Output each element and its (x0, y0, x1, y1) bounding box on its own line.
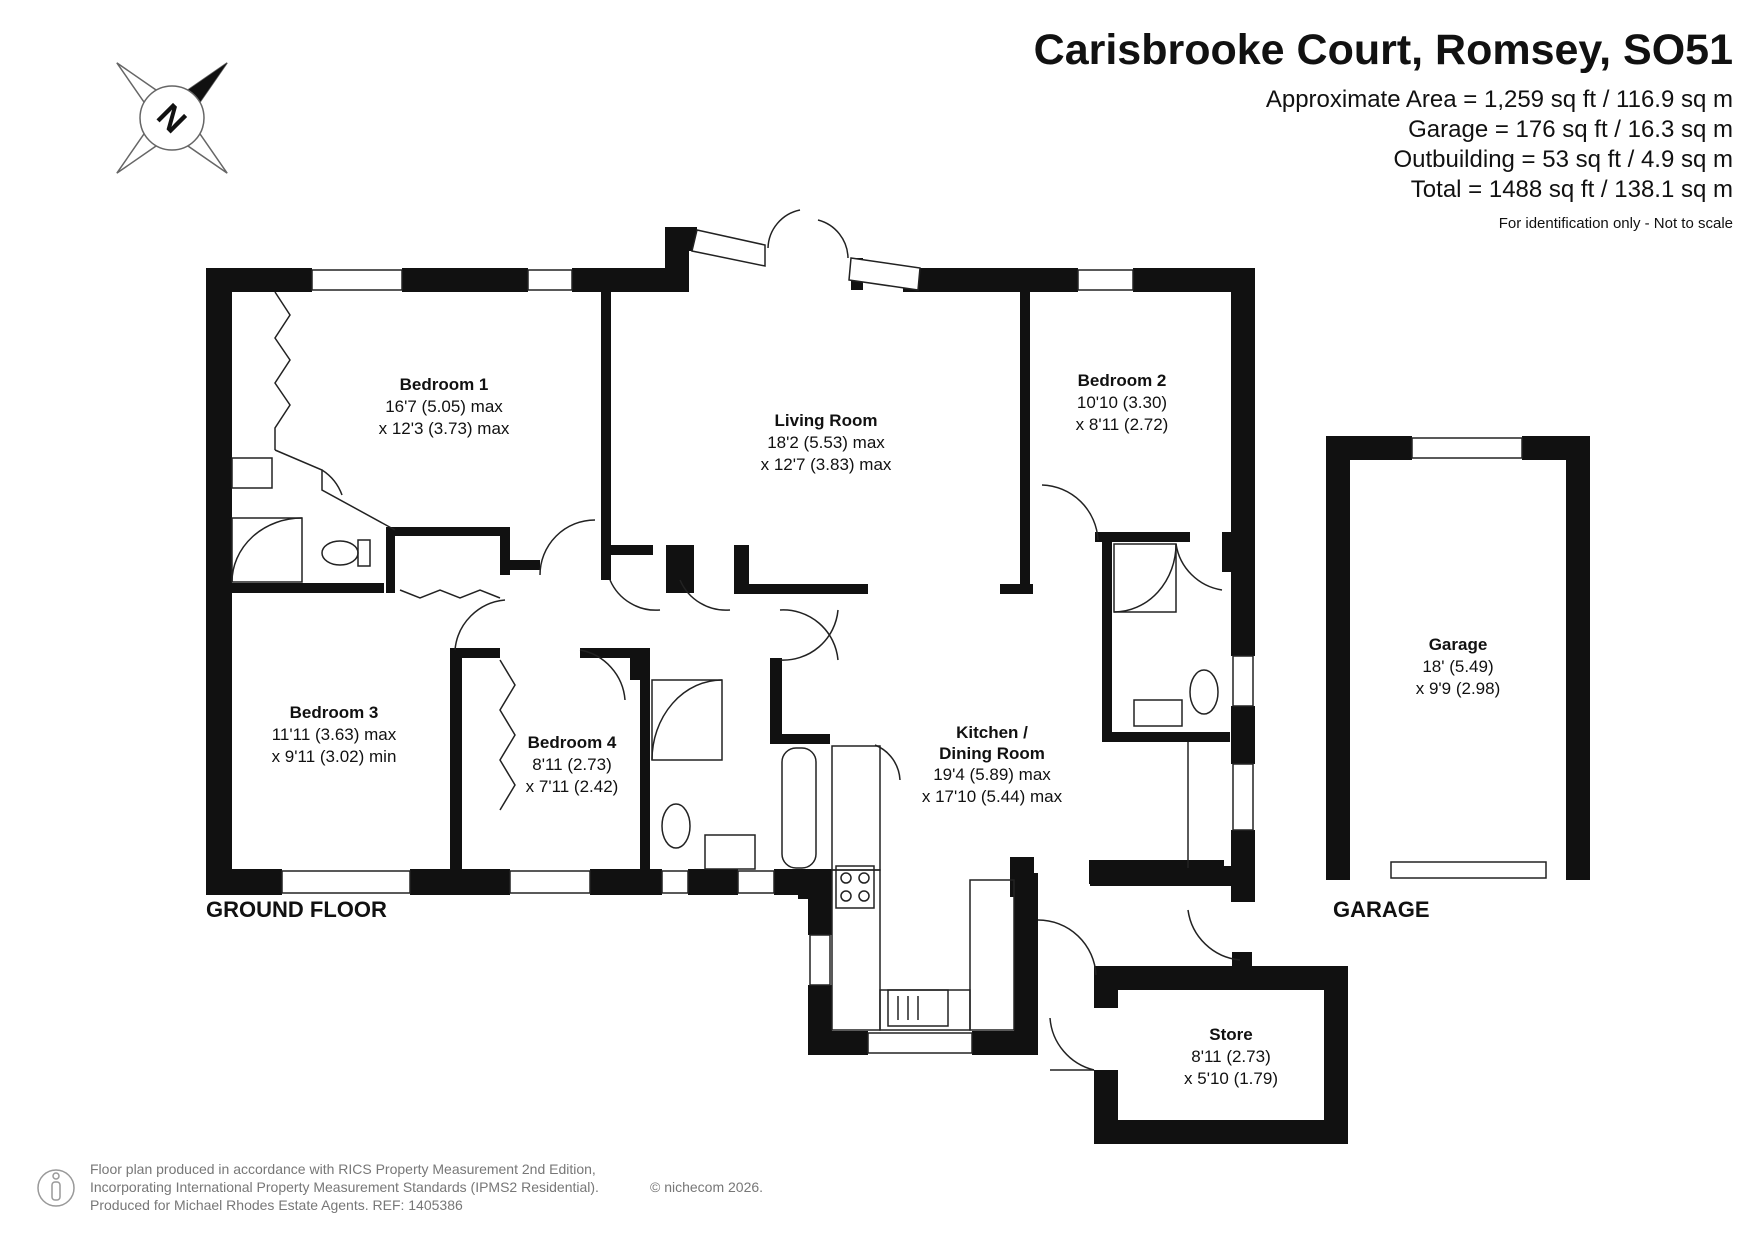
footer-copyright: © nichecom 2026. (650, 1179, 763, 1195)
room-dim: x 12'7 (3.83) max (761, 455, 892, 474)
room-name: Bedroom 3 (290, 703, 379, 722)
footer-line-1: Floor plan produced in accordance with R… (90, 1161, 596, 1177)
floor-label-garage: GARAGE (1333, 897, 1430, 922)
footer-line-3: Produced for Michael Rhodes Estate Agent… (90, 1197, 463, 1213)
total-area: Total = 1488 sq ft / 138.1 sq m (1411, 176, 1733, 203)
room-dim: 8'11 (2.73) (532, 755, 611, 774)
room-dim: x 9'9 (2.98) (1416, 679, 1501, 698)
disclaimer: For identification only - Not to scale (1499, 215, 1733, 232)
room-label-bedroom-1: Bedroom 1 16'7 (5.05) max x 12'3 (3.73) … (379, 375, 510, 438)
room-dim: 18'2 (5.53) max (767, 433, 885, 452)
room-name: Bedroom 2 (1078, 371, 1167, 390)
room-label-bedroom-4: Bedroom 4 8'11 (2.73) x 7'11 (2.42) (526, 733, 619, 796)
room-dim: 10'10 (3.30) (1077, 393, 1167, 412)
walls (206, 227, 1590, 1144)
footer-line-2: Incorporating International Property Mea… (90, 1179, 599, 1195)
room-dim: 19'4 (5.89) max (933, 765, 1051, 784)
room-name: Kitchen / (956, 723, 1028, 742)
room-dim: 11'11 (3.63) max (272, 725, 397, 744)
room-label-living-room: Living Room 18'2 (5.53) max x 12'7 (3.83… (761, 411, 892, 474)
room-label-bedroom-2: Bedroom 2 10'10 (3.30) x 8'11 (2.72) (1076, 371, 1169, 434)
room-dim: x 9'11 (3.02) min (272, 747, 397, 766)
room-dim: x 12'3 (3.73) max (379, 419, 510, 438)
room-name: Living Room (775, 411, 878, 430)
interior-details (231, 209, 1241, 1071)
room-dim: 18' (5.49) (1422, 657, 1493, 676)
north-arrow-icon: N (116, 62, 228, 174)
room-name: Garage (1429, 635, 1488, 654)
room-name: Dining Room (939, 744, 1045, 763)
room-dim: 16'7 (5.05) max (385, 397, 503, 416)
outbuilding-area: Outbuilding = 53 sq ft / 4.9 sq m (1393, 146, 1733, 173)
room-label-kitchen-dining: Kitchen / Dining Room 19'4 (5.89) max x … (922, 723, 1063, 806)
property-title: Carisbrooke Court, Romsey, SO51 (1034, 26, 1733, 74)
room-name: Bedroom 1 (400, 375, 489, 394)
garage-area: Garage = 176 sq ft / 16.3 sq m (1408, 116, 1733, 143)
room-label-store: Store 8'11 (2.73) x 5'10 (1.79) (1184, 1025, 1278, 1088)
windows (281, 229, 1547, 1054)
person-icon (37, 1169, 75, 1207)
room-label-garage: Garage 18' (5.49) x 9'9 (2.98) (1416, 635, 1501, 698)
room-dim: x 7'11 (2.42) (526, 777, 619, 796)
room-name: Store (1209, 1025, 1252, 1044)
room-dim: x 17'10 (5.44) max (922, 787, 1063, 806)
room-dim: x 8'11 (2.72) (1076, 415, 1169, 434)
room-name: Bedroom 4 (528, 733, 617, 752)
approx-area: Approximate Area = 1,259 sq ft / 116.9 s… (1266, 86, 1733, 113)
room-label-bedroom-3: Bedroom 3 11'11 (3.63) max x 9'11 (3.02)… (272, 703, 397, 766)
floor-label-ground: GROUND FLOOR (206, 897, 387, 922)
room-dim: 8'11 (2.73) (1191, 1047, 1270, 1066)
room-dim: x 5'10 (1.79) (1184, 1069, 1278, 1088)
